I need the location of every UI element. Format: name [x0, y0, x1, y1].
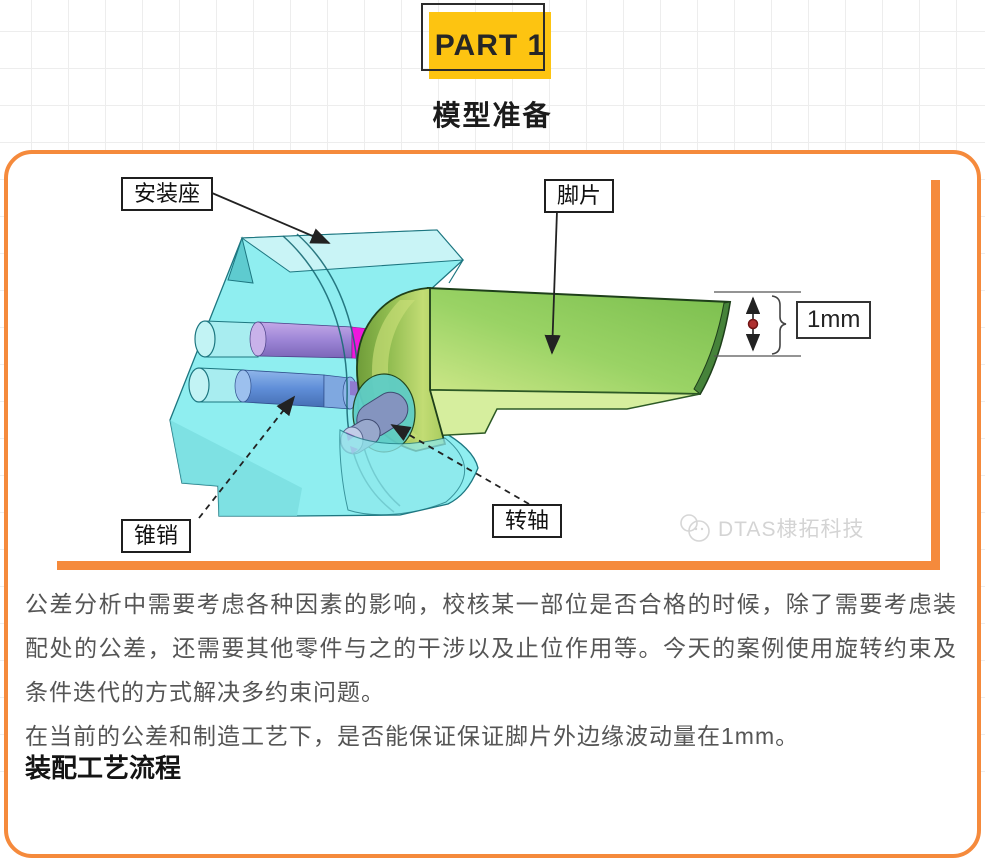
accent-bar-vertical — [931, 180, 940, 569]
label-shaft: 转轴 — [492, 504, 563, 538]
cad-assembly-diagram — [169, 192, 801, 519]
dimension-dot — [747, 318, 759, 330]
leader-arrows — [198, 192, 561, 519]
dimension-brace — [771, 295, 787, 355]
figure-card — [4, 150, 981, 858]
pin-upper — [194, 320, 371, 360]
label-foot: 脚片 — [544, 179, 615, 213]
subheading: 装配工艺流程 — [25, 753, 182, 783]
paragraph-1: 公差分析中需要考虑各种因素的影响，校核某一部位是否合格的时候，除了需要考虑装配处… — [25, 591, 957, 705]
label-mount: 安装座 — [121, 177, 214, 211]
section-title: 模型准备 — [432, 100, 553, 131]
mount-front-arm — [339, 429, 466, 516]
watermark-text: DTAS棣拓科技 — [718, 518, 865, 541]
article-body: 公差分析中需要考虑各种因素的影响，校核某一部位是否合格的时候，除了需要考虑装配处… — [25, 582, 957, 758]
paragraph-2: 在当前的公差和制造工艺下，是否能保证保证脚片外边缘波动量在1mm。 — [25, 723, 800, 749]
part-badge-outline — [421, 3, 545, 71]
watermark-logo-icon — [680, 514, 710, 542]
dimension-value: 1mm — [796, 301, 872, 339]
part-badge: PART 1 — [429, 12, 551, 79]
watermark: DTAS棣拓科技 — [678, 512, 864, 544]
dimension-annotation — [714, 291, 801, 357]
accent-bar-horizontal — [57, 561, 940, 570]
label-pin: 锥销 — [121, 519, 192, 553]
part-badge-label: PART 1 — [434, 28, 546, 62]
